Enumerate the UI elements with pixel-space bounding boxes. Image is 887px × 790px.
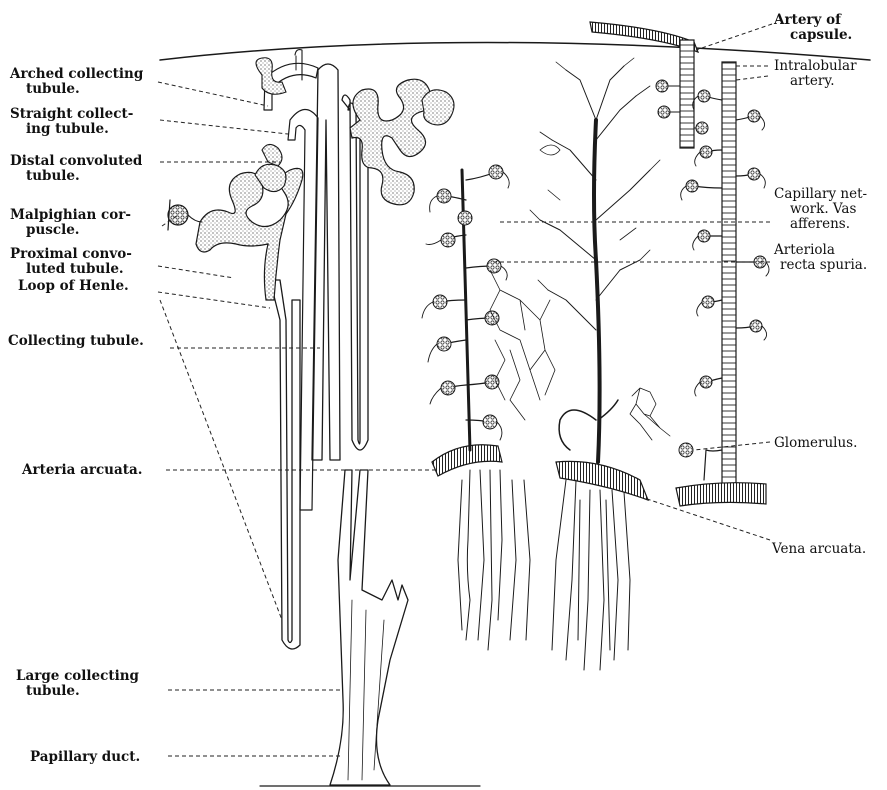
capillary-network-mesh: [490, 270, 555, 420]
proximal-convoluted-tubule-shape: [196, 168, 303, 300]
label-artery-of-capsule: Artery of capsule.: [773, 12, 852, 43]
vena-arcuata-group: [530, 58, 660, 670]
right-lobule-vessels: [590, 22, 769, 506]
label-capillary-network-vas-afferens: Capillary net- work. Vas afferens.: [774, 186, 871, 232]
interlobular-vein: [594, 120, 600, 462]
label-straight-collecting-tubule: Straight collect- ing tubule.: [10, 106, 138, 137]
label-malpighian-corpuscle: Malpighian cor- puscle.: [10, 207, 136, 238]
nephron-tubules: [168, 50, 454, 785]
label-loop-of-henle: Loop of Henle.: [18, 278, 129, 294]
arteria-arcuata-vessel: [432, 445, 502, 476]
loop-of-henle-left: [270, 280, 300, 649]
label-proximal-convoluted-tubule: Proximal convo- luted tubule.: [10, 246, 137, 277]
label-intralobular-artery: Intralobular artery.: [774, 58, 861, 89]
left-labels: Arched collecting tubule. Straight colle…: [8, 66, 148, 765]
distal-convoluted-tubule-shape: [350, 79, 432, 205]
label-arteriola-recta-spuria: Arteriola recta spuria.: [773, 242, 867, 273]
glomerulus-shape: [679, 443, 693, 457]
label-distal-convoluted-tubule: Distal convoluted tubule.: [10, 153, 147, 184]
arteria-arcuata-group: [422, 165, 555, 650]
right-labels: Artery of capsule. Intralobular artery. …: [771, 12, 871, 557]
label-collecting-tubule: Collecting tubule.: [8, 333, 144, 349]
label-large-collecting-tubule: Large collecting tubule.: [16, 668, 144, 699]
vena-arcuata-vessel: [556, 461, 648, 500]
label-arteria-arcuata: Arteria arcuata.: [21, 462, 142, 478]
label-vena-arcuata: Vena arcuata.: [771, 541, 866, 557]
intralobular-artery-vessel: [722, 62, 736, 484]
label-glomerulus: Glomerulus.: [774, 435, 857, 451]
malpighian-corpuscle-shape: [168, 205, 188, 225]
label-arched-collecting-tubule: Arched collecting tubule.: [9, 66, 148, 97]
papillary-duct-trunk: [330, 470, 408, 785]
label-papillary-duct: Papillary duct.: [30, 749, 140, 765]
